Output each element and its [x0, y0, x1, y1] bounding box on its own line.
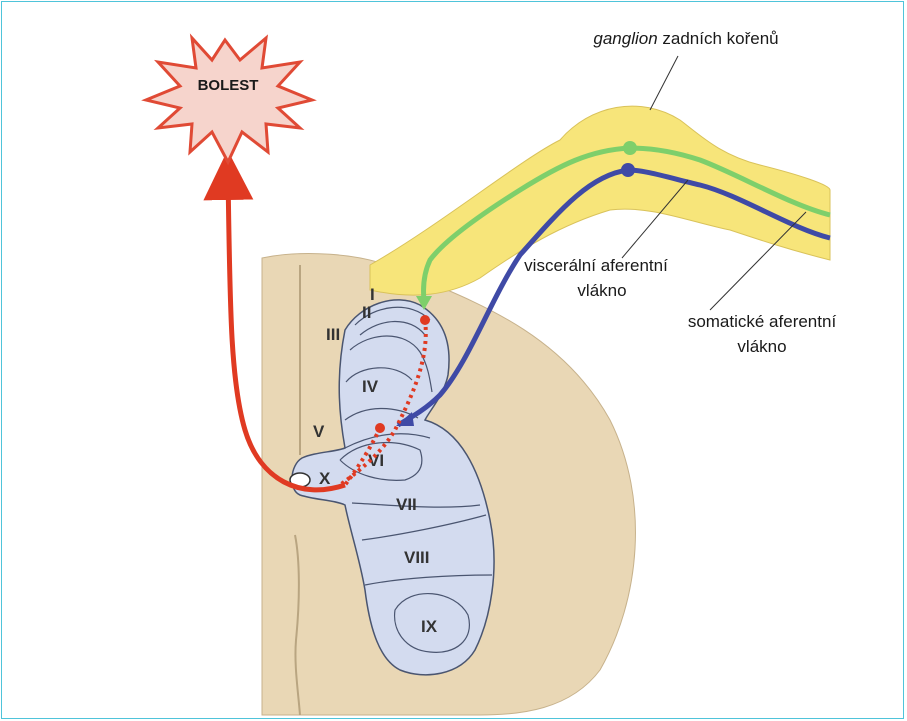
- lamina-III: III: [326, 325, 340, 344]
- visceral-ganglion-cell: [623, 141, 637, 155]
- somatic-label-line1: somatické aferentní: [688, 312, 837, 331]
- lamina-VIII: VIII: [404, 548, 430, 567]
- visceral-label-line1: viscerální aferentní: [524, 256, 668, 275]
- lamina-VII: VII: [396, 495, 417, 514]
- somatic-ganglion-cell: [621, 163, 635, 177]
- lamina-X: X: [319, 469, 331, 488]
- ganglion-label: ganglion zadních kořenů: [593, 29, 778, 48]
- lamina-V-neuron: [375, 423, 385, 433]
- lamina-I: I: [370, 285, 375, 304]
- lamina-II: II: [362, 303, 371, 322]
- lamina-IX: IX: [421, 617, 438, 636]
- visceral-label-line2: vlákno: [577, 281, 626, 300]
- pain-starburst-icon: [146, 38, 312, 162]
- somatic-label-line2: vlákno: [737, 337, 786, 356]
- lamina-V: V: [313, 422, 325, 441]
- lamina-I-neuron: [420, 315, 430, 325]
- lamina-IV: IV: [362, 377, 379, 396]
- pain-label: BOLEST: [198, 77, 259, 94]
